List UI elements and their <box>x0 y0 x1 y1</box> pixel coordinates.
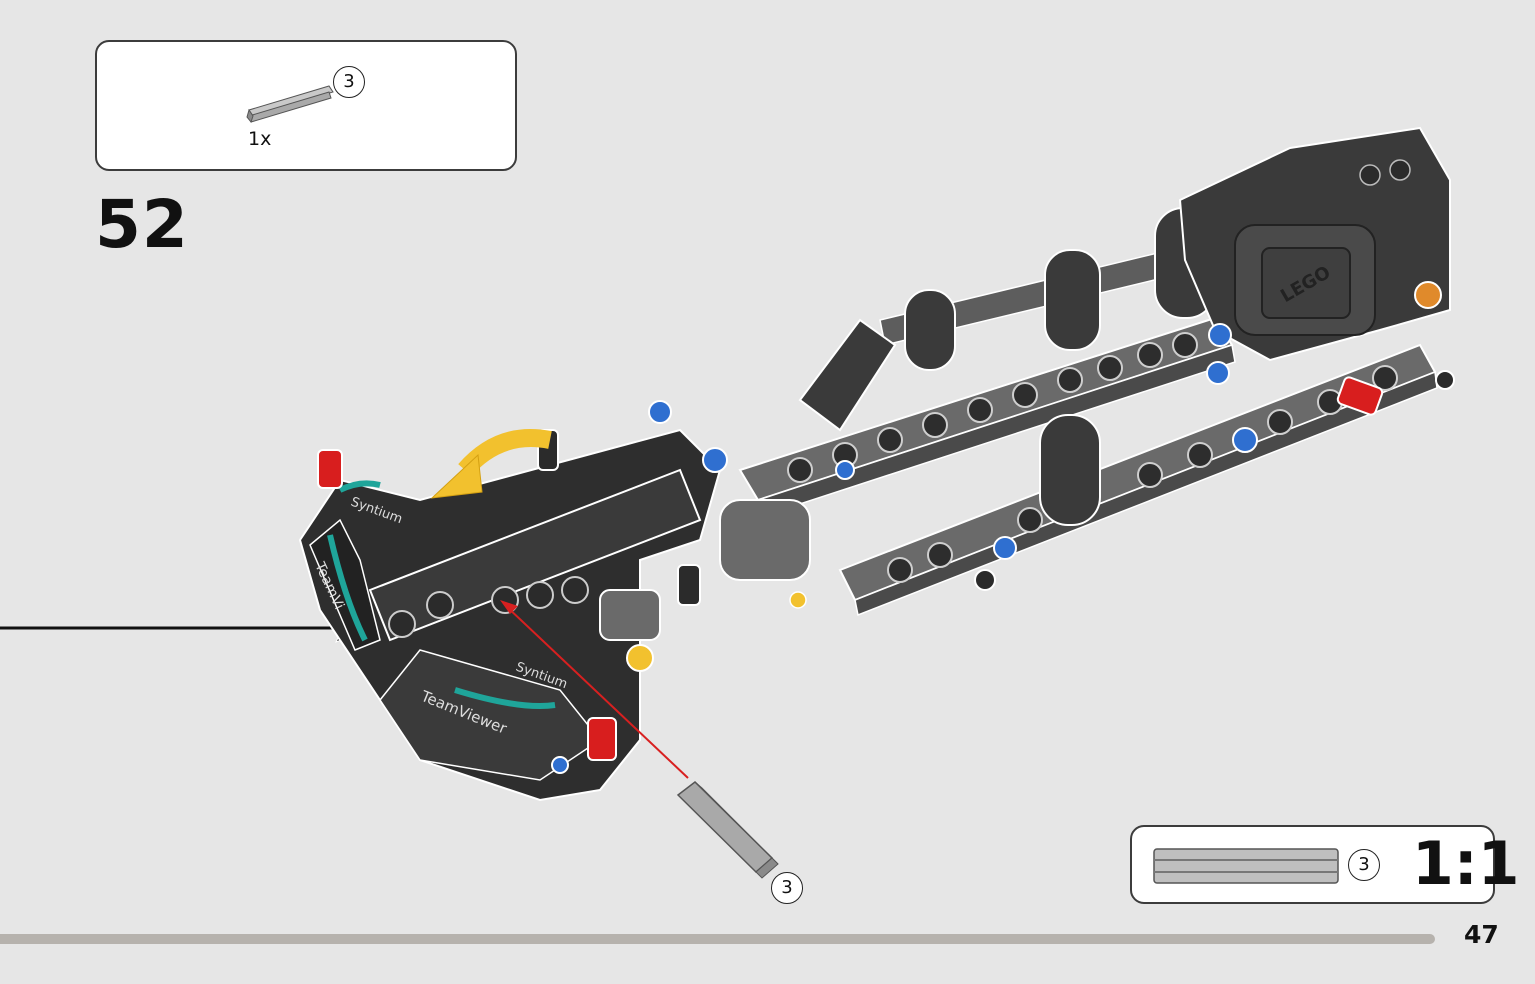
front-liftarm <box>368 468 702 642</box>
scale-length-badge: 3 <box>1348 849 1380 881</box>
beam-holes <box>787 332 1398 583</box>
rear-beams <box>738 249 1438 617</box>
gray-connectors <box>599 499 811 672</box>
red-pins <box>317 376 1384 761</box>
page-progress-fill <box>0 934 1342 944</box>
blue-pins <box>551 323 1258 774</box>
svg-text:Syntium: Syntium <box>514 660 570 692</box>
front-wing: Syntium TeamViewer TeamVi Syntium Einhel… <box>298 428 722 802</box>
diagonal-liftarm <box>798 318 897 432</box>
part-length-badge: 3 <box>333 66 365 98</box>
motor-hub: LEGO <box>1178 126 1451 362</box>
step-number: 52 <box>95 186 189 263</box>
svg-text:TeamVi: TeamVi <box>311 559 347 612</box>
vertical-beams <box>904 207 1216 526</box>
svg-text:Syntium: Syntium <box>349 495 405 527</box>
scale-reference: 3 1:1 <box>1130 825 1520 904</box>
svg-text:TeamViewer: TeamViewer <box>418 687 510 738</box>
insert-guide-line <box>500 600 689 779</box>
svg-text:Einhell: Einhell <box>532 541 567 563</box>
page-progress-bar <box>0 934 1435 944</box>
page-number: 47 <box>1464 920 1499 949</box>
part-quantity: 1x <box>248 128 272 150</box>
scale-ratio: 1:1 <box>1412 829 1520 899</box>
rotation-arrow <box>430 429 552 499</box>
lego-logo: LEGO <box>1277 262 1334 307</box>
black-pins <box>537 370 1455 606</box>
parts-callout: 1x 3 <box>95 40 517 171</box>
pointer-arrow <box>0 613 374 643</box>
axle-1to1-icon <box>1153 848 1339 884</box>
axle-3-gray-icon <box>246 85 334 124</box>
new-axle-3 <box>676 781 779 879</box>
new-part-length-badge: 3 <box>771 872 803 904</box>
